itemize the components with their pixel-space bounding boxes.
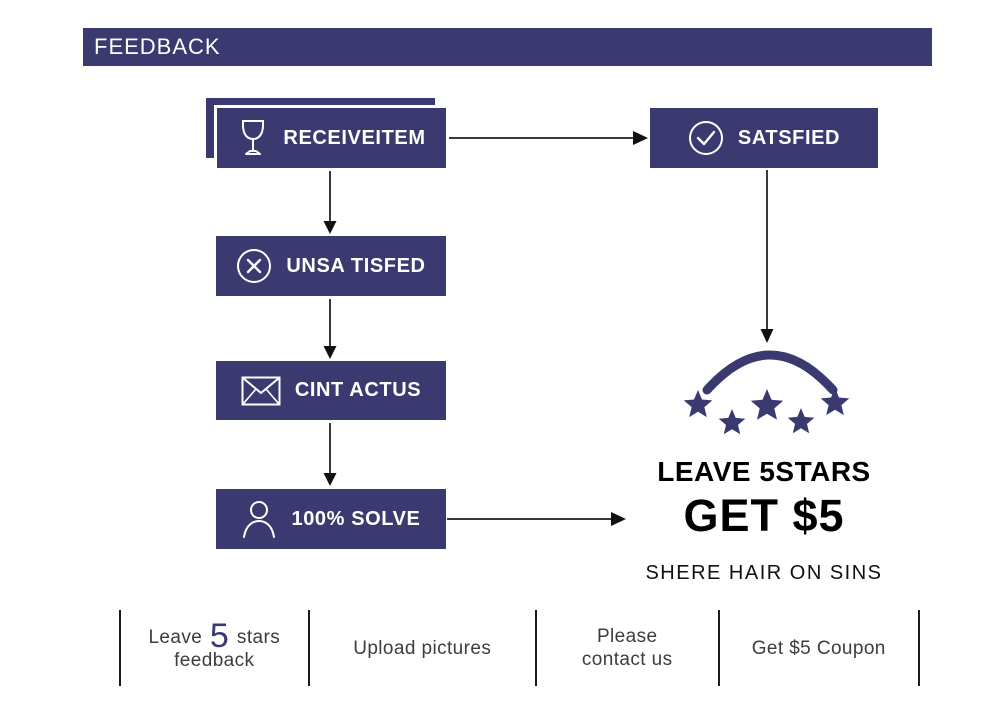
- footer-step-line: Upload pictures: [353, 637, 492, 659]
- footer-step-line: Please: [596, 626, 658, 647]
- footer-step-line: Leave 5 stars: [148, 619, 281, 653]
- star-icon: [683, 390, 713, 418]
- footer-text: stars: [236, 626, 281, 648]
- five-stars-graphic: [660, 340, 870, 440]
- person-icon: [243, 501, 276, 538]
- check-circle-icon: [688, 121, 723, 155]
- star-icon: [718, 409, 746, 435]
- flow-box-label: SATSFIED: [737, 126, 841, 149]
- footer-steps: Leave 5 stars feedback Upload pictures P…: [119, 610, 920, 686]
- reward-subtext: SHERE HAIR ON SINS: [645, 562, 883, 584]
- footer-step-line: feedback: [174, 649, 255, 671]
- flow-box-label: RECEIVEITEM: [283, 126, 426, 149]
- flow-box-label: CINT ACTUS: [294, 379, 422, 401]
- stars-arc-icon: [683, 350, 850, 435]
- flow-box-unsatisfied: UNSA TISFED: [216, 236, 446, 296]
- footer-step-leave-feedback: Leave 5 stars feedback: [119, 610, 308, 686]
- goblet-icon: [242, 120, 265, 155]
- header-banner: FEEDBACK: [83, 28, 932, 66]
- x-circle-icon: [237, 249, 272, 283]
- flow-box-solve: 100% SOLVE: [216, 489, 446, 549]
- flow-box-satisfied: SATSFIED: [650, 108, 878, 168]
- star-icon: [820, 388, 850, 416]
- footer-step-contact-us: Please contact us: [534, 610, 718, 686]
- flow-box-label: UNSA TISFED: [286, 254, 426, 277]
- flow-box-label: 100% SOLVE: [291, 507, 421, 530]
- footer-step-line: contact us: [581, 649, 673, 670]
- flow-box-receive-item: RECEIVEITEM: [217, 108, 446, 168]
- star-icon: [787, 408, 815, 434]
- big-five-number: 5: [209, 616, 230, 655]
- star-icon: [750, 389, 784, 420]
- reward-amount: GET $5: [683, 490, 845, 541]
- flow-box-contact-us: CINT ACTUS: [216, 361, 446, 420]
- reward-headline: LEAVE 5STARS: [657, 456, 871, 487]
- footer-step-upload-pictures: Upload pictures: [307, 610, 535, 686]
- footer-step-get-coupon: Get $5 Coupon: [717, 610, 919, 686]
- footer-text: Leave: [148, 626, 203, 648]
- envelope-icon: [241, 376, 281, 405]
- page-title: FEEDBACK: [94, 34, 221, 59]
- footer-step-line: Get $5 Coupon: [751, 637, 886, 659]
